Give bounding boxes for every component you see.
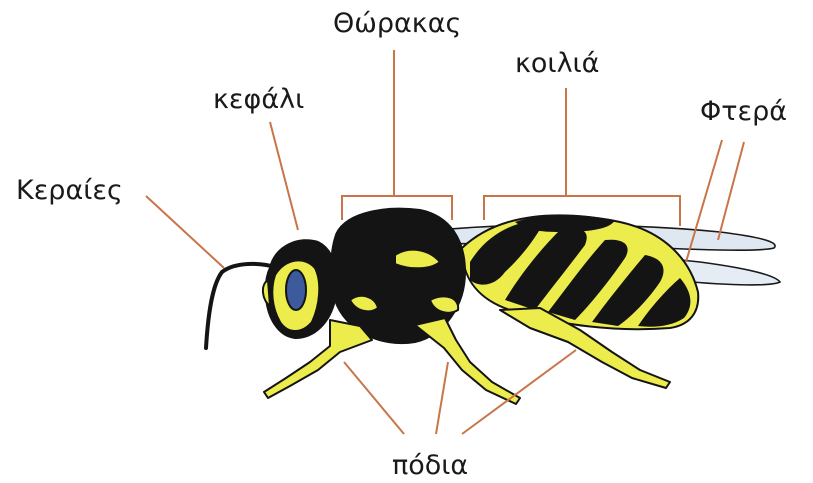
- wing-leader-2: [718, 142, 744, 240]
- head-leader: [270, 122, 298, 230]
- compound-eye: [286, 270, 306, 310]
- head-shape: [263, 240, 337, 338]
- leg-leader-3: [462, 350, 576, 434]
- label-thorax: Θώρακας: [333, 10, 461, 37]
- leg-leader-1: [344, 362, 404, 434]
- label-abdomen: κοιλιά: [515, 50, 599, 77]
- leg-leader-2: [436, 362, 448, 434]
- label-antennae: Κεραίες: [16, 177, 123, 204]
- middle-leg: [415, 318, 520, 404]
- label-wings: Φτερά: [700, 98, 787, 125]
- label-head: κεφάλι: [213, 86, 304, 113]
- antennae-leader: [146, 196, 224, 268]
- label-legs: πόδια: [392, 452, 468, 479]
